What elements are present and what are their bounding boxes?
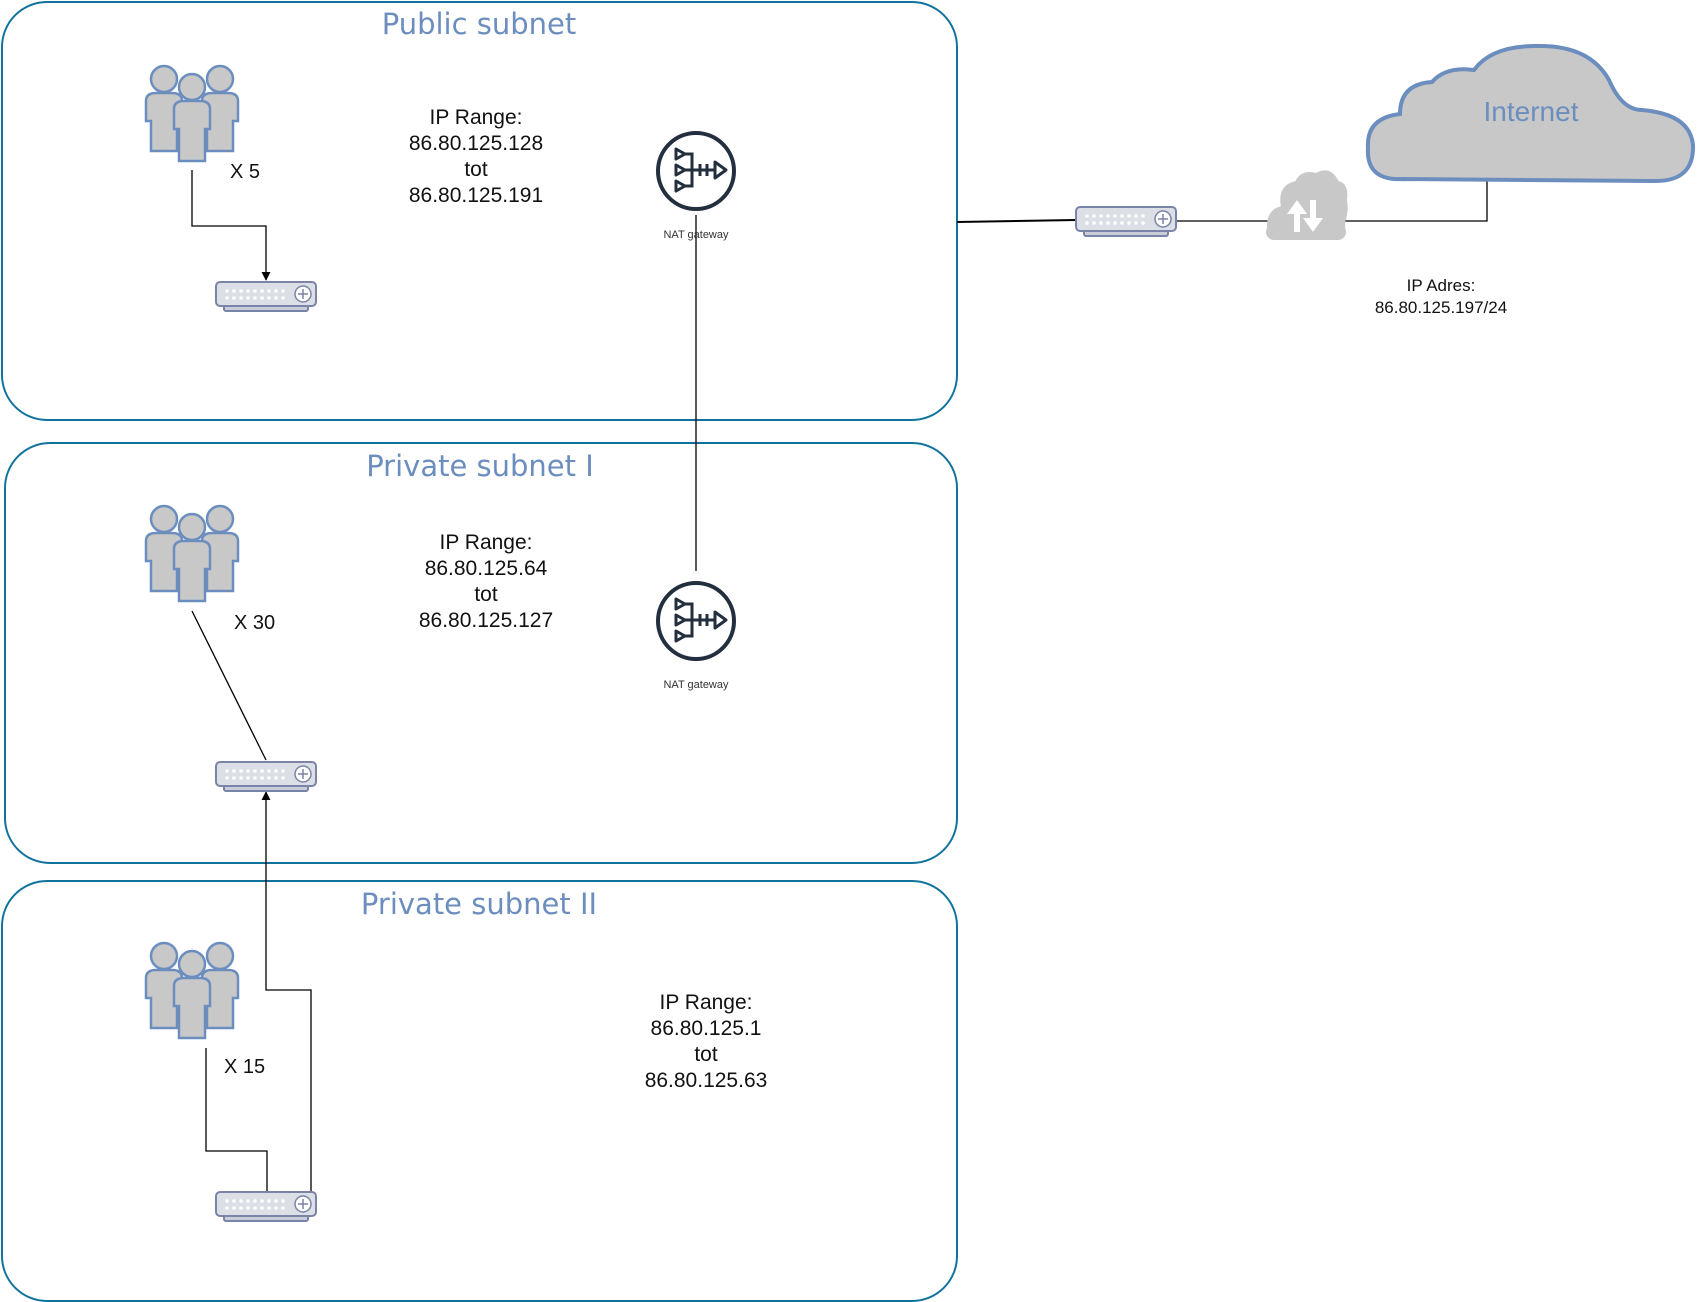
private1-nat-gateway-label: NAT gateway bbox=[663, 679, 729, 691]
internet-label: Internet bbox=[1484, 96, 1579, 127]
private1-ip-range-line-3: tot bbox=[474, 583, 498, 606]
public-ip-address-title: IP Adres: bbox=[1407, 276, 1476, 295]
public-subnet-box bbox=[1, 1, 958, 421]
public-nat-gateway-label: NAT gateway bbox=[663, 229, 729, 241]
private-subnet-2-title: Private subnet II bbox=[361, 887, 597, 921]
private1-ip-range-line-2: 86.80.125.64 bbox=[425, 557, 548, 580]
private2-switch-icon bbox=[215, 1191, 317, 1222]
private-subnet-2-box bbox=[1, 880, 958, 1302]
private1-users-group-icon bbox=[144, 504, 240, 603]
public-nat-gateway-icon bbox=[656, 131, 736, 211]
private1-users-to-switch-link bbox=[191, 610, 267, 761]
public-switch-icon bbox=[215, 281, 317, 312]
private2-ip-range-line-4: 86.80.125.63 bbox=[645, 1069, 768, 1092]
public-users-group-icon bbox=[144, 64, 240, 163]
private2-users-to-switch-link bbox=[205, 1048, 272, 1205]
gateway-to-internet-link bbox=[1342, 169, 1492, 222]
private2-users-group-icon bbox=[144, 941, 240, 1040]
cloud-upload-download-icon bbox=[1266, 170, 1348, 240]
edge-switch-icon bbox=[1075, 206, 1177, 237]
public-subnet-to-edge-switch-link bbox=[956, 219, 1077, 223]
private1-ip-range-line-1: IP Range: bbox=[439, 531, 532, 554]
public-ip-range-line-1: IP Range: bbox=[429, 106, 522, 129]
private2-user-count: X 15 bbox=[224, 1056, 265, 1078]
public-ip-range-line-3: tot bbox=[464, 158, 488, 181]
private2-ip-range-line-3: tot bbox=[694, 1043, 718, 1066]
internet-cloud-icon bbox=[1365, 43, 1696, 184]
public-user-count: X 5 bbox=[230, 161, 260, 183]
private2-ip-range-line-1: IP Range: bbox=[659, 991, 752, 1014]
public-ip-range-line-2: 86.80.125.128 bbox=[409, 132, 543, 155]
private2-switch-to-private1-switch-link bbox=[261, 791, 312, 1204]
private1-switch-icon bbox=[215, 761, 317, 792]
private1-user-count: X 30 bbox=[234, 612, 275, 634]
private-subnet-1-box bbox=[4, 442, 958, 864]
private-subnet-1-title: Private subnet I bbox=[366, 449, 594, 483]
public-ip-range-line-4: 86.80.125.191 bbox=[409, 184, 543, 207]
private1-nat-gateway-icon bbox=[656, 581, 736, 661]
public-subnet-title: Public subnet bbox=[382, 7, 577, 41]
private2-ip-range-line-2: 86.80.125.1 bbox=[651, 1017, 762, 1040]
public-ip-address-value: 86.80.125.197/24 bbox=[1375, 298, 1507, 317]
private1-ip-range-line-4: 86.80.125.127 bbox=[419, 609, 553, 632]
public-users-to-switch-link bbox=[191, 170, 271, 281]
